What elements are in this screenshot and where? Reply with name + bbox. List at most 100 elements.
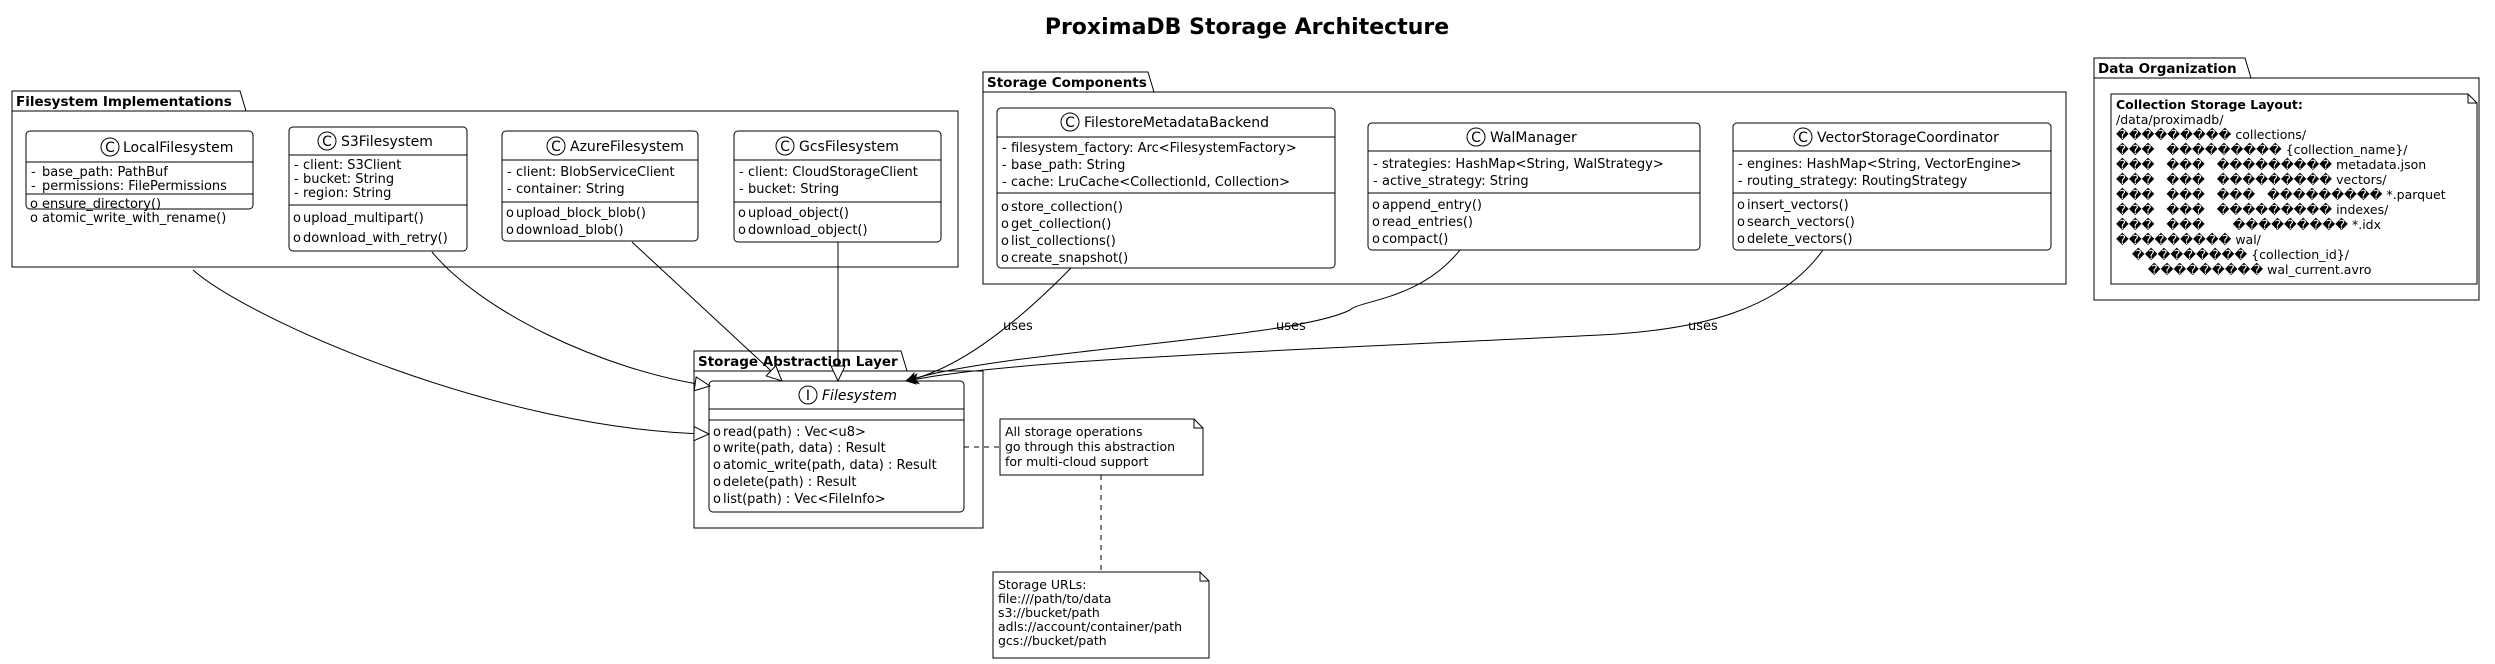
edge-label-uses: uses [1003, 319, 1033, 334]
class-badge-icon [100, 137, 120, 157]
method: ensure_directory() [42, 197, 161, 212]
private-marker: - [1002, 158, 1007, 173]
method: delete_vectors() [1747, 232, 1853, 247]
field: strategies: HashMap<String, WalStrategy> [1382, 157, 1664, 172]
public-marker: o [30, 211, 38, 226]
note-abstraction: All storage operations go through this a… [999, 418, 1204, 476]
class-vector-storage-coordinator: C VectorStorageCoordinator - engines: Ha… [1732, 122, 2052, 251]
private-marker: - [31, 179, 36, 194]
field: container: String [516, 182, 625, 197]
interface-filesystem: I Filesystem o read(path) : Vec<u8> o wr… [708, 380, 965, 513]
class-badge-letter: C [551, 139, 561, 155]
class-badge-icon [1466, 127, 1486, 147]
package-storage-components: Storage Components [982, 71, 2067, 285]
note-line: file:///path/to/data [998, 591, 1111, 606]
class-name: AzureFilesystem [570, 139, 684, 155]
edge-s3-implements-filesystem [431, 251, 712, 392]
field: base_path: String [1011, 158, 1125, 173]
private-marker: - [31, 165, 36, 180]
package-label: Storage Abstraction Layer [698, 354, 898, 370]
field: cache: LruCache<CollectionId, Collection… [1011, 175, 1290, 190]
method: create_snapshot() [1011, 251, 1128, 266]
package-data-organization: Data Organization [2093, 57, 2480, 301]
class-filestore-metadata-backend: C FilestoreMetadataBackend - filesystem_… [996, 107, 1336, 269]
public-marker: o [1001, 251, 1009, 266]
class-gcs-filesystem: C GcsFilesystem - client: CloudStorageCl… [733, 130, 942, 243]
field: bucket: String [303, 172, 394, 187]
diagram-title: ProximaDB Storage Architecture [1045, 15, 1449, 40]
private-marker: - [1373, 157, 1378, 172]
public-marker: o [506, 206, 514, 221]
public-marker: o [1001, 234, 1009, 249]
public-marker: o [1001, 217, 1009, 232]
class-s3-filesystem: C S3Filesystem - client: S3Client - buck… [288, 126, 468, 252]
public-marker: o [713, 441, 721, 456]
public-marker: o [713, 458, 721, 473]
note-collection-storage-layout: Collection Storage Layout: /data/proxima… [2110, 93, 2478, 285]
public-marker: o [30, 197, 38, 212]
note-line: ��������� collections/ [2116, 127, 2307, 142]
note-line: ��������� {collection_id}/ [2116, 247, 2350, 262]
private-marker: - [294, 186, 299, 201]
method: search_vectors() [1747, 215, 1855, 230]
note-line: go through this abstraction [1005, 439, 1175, 454]
package-label: Storage Components [987, 75, 1147, 91]
note-line: adls://account/container/path [998, 619, 1182, 634]
note-line: ��� ��� ��������� indexes/ [2116, 202, 2389, 217]
class-badge-letter: C [1471, 130, 1481, 146]
class-badge-icon [546, 136, 566, 156]
method: insert_vectors() [1747, 198, 1849, 213]
edge-label-uses: uses [1276, 319, 1306, 334]
method: atomic_write_with_rename() [42, 211, 226, 226]
public-marker: o [738, 223, 746, 238]
note-line: ��� ��� ��������� *.idx [2116, 217, 2381, 232]
private-marker: - [1002, 141, 1007, 156]
class-name: S3Filesystem [341, 134, 433, 150]
public-marker: o [506, 223, 514, 238]
field: bucket: String [748, 182, 839, 197]
package-label: Filesystem Implementations [16, 94, 232, 110]
class-name: VectorStorageCoordinator [1817, 130, 1999, 146]
package-storage-abstraction-layer: Storage Abstraction Layer [693, 350, 984, 529]
note-storage-urls: Storage URLs: file:///path/to/data s3://… [992, 571, 1210, 659]
public-marker: o [1001, 200, 1009, 215]
field: active_strategy: String [1382, 174, 1529, 189]
method: store_collection() [1011, 200, 1123, 215]
note-line: ��������� wal/ [2116, 232, 2262, 247]
public-marker: o [1737, 215, 1745, 230]
public-marker: o [1372, 215, 1380, 230]
public-marker: o [293, 211, 301, 226]
class-badge-icon [1793, 127, 1813, 147]
method: list(path) : Vec<FileInfo> [723, 492, 886, 507]
private-marker: - [739, 165, 744, 180]
field: client: S3Client [303, 158, 401, 173]
class-badge-letter: C [780, 139, 790, 155]
class-badge-icon [317, 131, 337, 151]
field: routing_strategy: RoutingStrategy [1747, 174, 1968, 189]
private-marker: - [1373, 174, 1378, 189]
method: upload_multipart() [303, 211, 424, 226]
private-marker: - [739, 182, 744, 197]
private-marker: - [294, 172, 299, 187]
method: download_blob() [516, 223, 624, 238]
public-marker: o [713, 425, 721, 440]
package-filesystem-implementations: Filesystem Implementations [11, 90, 959, 268]
public-marker: o [713, 492, 721, 507]
public-marker: o [1372, 198, 1380, 213]
public-marker: o [293, 231, 301, 246]
private-marker: - [294, 158, 299, 173]
field: region: String [303, 186, 391, 201]
method: upload_block_blob() [516, 206, 646, 221]
class-name: GcsFilesystem [799, 139, 899, 155]
class-badge-letter: C [1798, 130, 1808, 146]
edge-azure-implements-filesystem [631, 241, 783, 382]
method: atomic_write(path, data) : Result [723, 458, 937, 473]
class-name: WalManager [1490, 130, 1577, 146]
method: compact() [1382, 232, 1448, 247]
method: download_object() [748, 223, 868, 238]
public-marker: o [1372, 232, 1380, 247]
class-badge-letter: C [322, 134, 332, 150]
field: base_path: PathBuf [42, 165, 168, 180]
field: filesystem_factory: Arc<FilesystemFactor… [1011, 141, 1297, 156]
class-badge-letter: C [1065, 115, 1075, 131]
